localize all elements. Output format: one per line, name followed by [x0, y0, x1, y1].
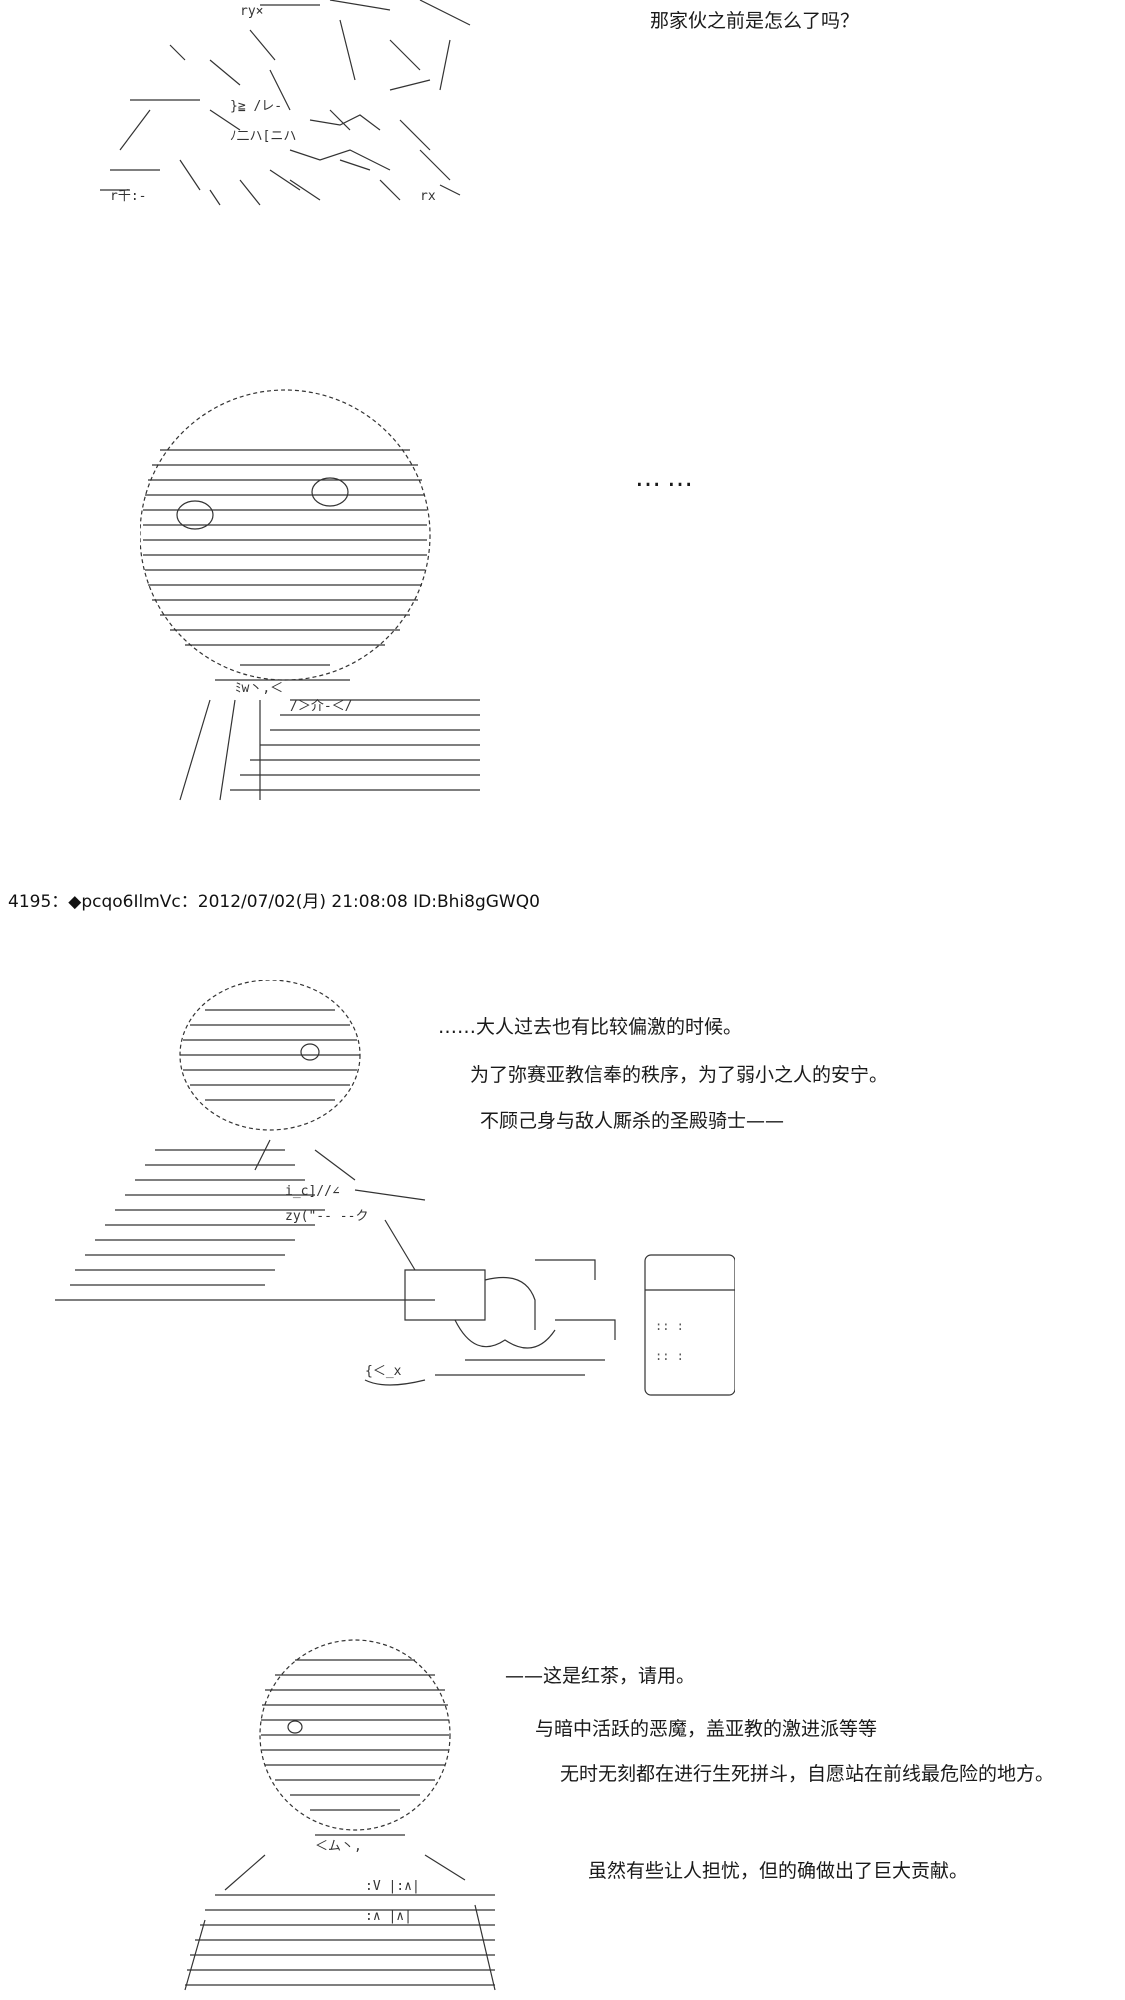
ascii-art-figure-top: ry× }≧ /レ- ﾉ二ハ[ニハ r千:- rx — [100, 0, 471, 206]
svg-text:}≧ /レ-: }≧ /レ- — [230, 99, 282, 114]
ascii-art-round-head-figure: ﾐw丶,＜ /＞介-＜/ — [140, 389, 480, 801]
svg-text:ry×: ry× — [240, 4, 263, 19]
svg-text:i_c]//∠: i_c]//∠ — [285, 1184, 340, 1199]
dialogue-line-1: ——这是红茶，请用。 — [505, 1665, 696, 1687]
post-header: 4195：◆pcqo6IlmVc：2012/07/02(月) 21:08:08 … — [8, 892, 540, 912]
svg-text:/＞介-＜/: /＞介-＜/ — [290, 699, 352, 714]
ascii-art-figure-at-table: i_c]//∠ zy("-- --ク :: : :: : {＜_x — [55, 980, 735, 1396]
dialogue-line-4: 虽然有些让人担忧，但的确做出了巨大贡献。 — [588, 1860, 969, 1882]
panel-round-figure: ﾐw丶,＜ /＞介-＜/ …… — [0, 380, 1125, 820]
svg-text::: :: :: : — [655, 1319, 684, 1333]
svg-text::: :: :: : — [655, 1349, 684, 1363]
svg-text:zy("-- --ク: zy("-- --ク — [285, 1209, 368, 1224]
dialogue-line-2: 为了弥赛亚教信奉的秩序，为了弱小之人的安宁。 — [470, 1064, 889, 1086]
svg-text:ﾉ二ハ[ニハ: ﾉ二ハ[ニハ — [230, 129, 296, 144]
svg-text:r千:-: r千:- — [110, 189, 146, 204]
svg-text:ﾐw丶,＜: ﾐw丶,＜ — [235, 681, 283, 696]
dialogue-line-1: ……大人过去也有比较偏激的时候。 — [438, 1016, 743, 1038]
ascii-art-figure-serving: ＜ム丶, :V |:∧| :∧ |∧| — [184, 1639, 496, 1991]
dialogue-question: 那家伙之前是怎么了吗？ — [650, 10, 860, 32]
svg-text:＜ム丶,: ＜ム丶, — [315, 1839, 362, 1854]
svg-text:rx: rx — [420, 189, 436, 204]
dialogue-line-2: 与暗中活跃的恶魔，盖亚教的激进派等等 — [535, 1718, 878, 1740]
panel-top-figure: ry× }≧ /レ- ﾉ二ハ[ニハ r千:- rx 那家伙之前是怎么了吗？ — [0, 0, 1125, 220]
svg-text::∧ |∧|: :∧ |∧| — [365, 1909, 412, 1924]
svg-text::V |:∧|: :V |:∧| — [365, 1879, 420, 1894]
dialogue-line-3: 不顾己身与敌人厮杀的圣殿骑士—— — [480, 1110, 785, 1132]
svg-text:{＜_x: {＜_x — [365, 1364, 402, 1379]
dialogue-ellipsis: …… — [635, 463, 699, 493]
panel-serving-tea: ＜ム丶, :V |:∧| :∧ |∧| ——这是红茶，请用。 与暗中活跃的恶魔，… — [0, 1630, 1125, 2000]
dialogue-line-3: 无时无刻都在进行生死拼斗，自愿站在前线最危险的地方。 — [560, 1763, 1055, 1785]
panel-tea-table: i_c]//∠ zy("-- --ク :: : :: : {＜_x ……大人过去… — [0, 980, 1125, 1420]
